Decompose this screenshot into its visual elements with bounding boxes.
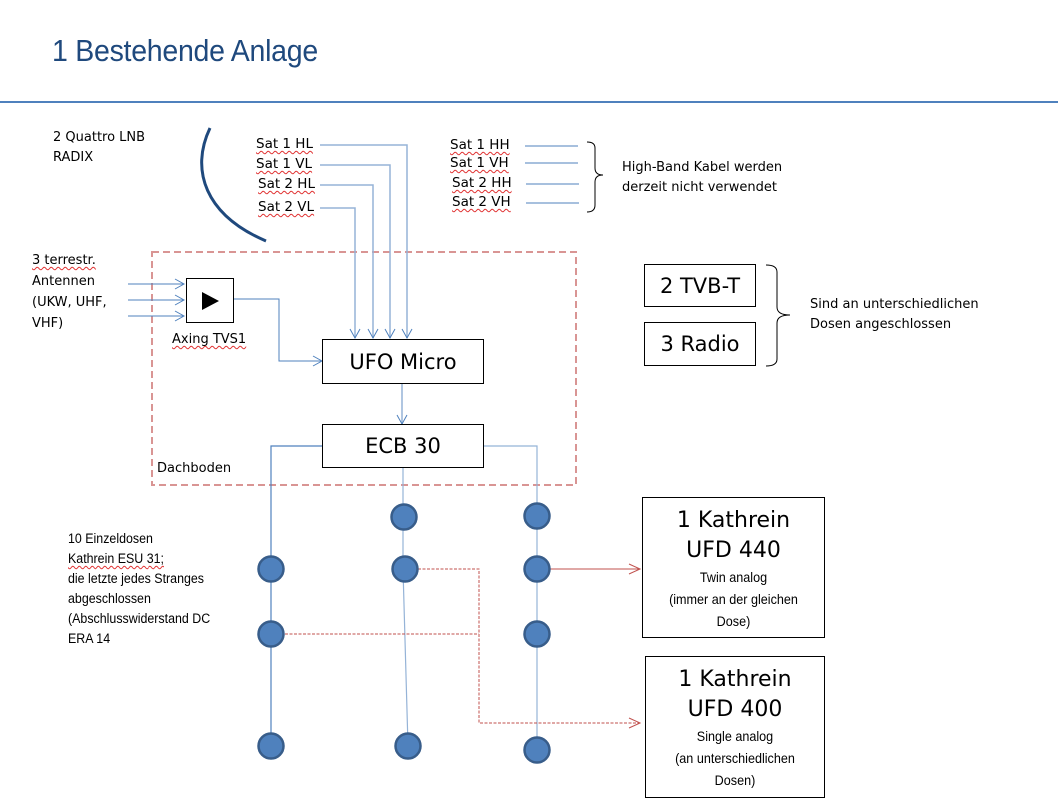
outlets-note-line4: abgeschlossen (68, 591, 151, 606)
receiver-ufd400: 1 Kathrein UFD 400 Single analog (an unt… (645, 656, 825, 798)
receiver-brand: 1 Kathrein (676, 508, 791, 533)
outlet-1 (257, 555, 285, 583)
outlet-5 (391, 555, 419, 583)
receiver-brand: 1 Kathrein (678, 667, 792, 692)
page-title: 1 Bestehende Anlage (52, 33, 318, 68)
receiver-ufd440-model: UFD 440 (686, 538, 781, 563)
distributor-ecb30: ECB 30 (322, 424, 484, 468)
high-band-note-line2: derzeit nicht verwendet (622, 180, 777, 195)
device-tvbt: 2 TVB-T (644, 264, 756, 307)
terrestrial-label-line1: 3 terrestr. (32, 253, 96, 268)
outlet-4 (390, 503, 418, 531)
lnb-label-line1: 2 Quattro LNB (53, 130, 146, 145)
amplifier-box (186, 278, 234, 323)
play-triangle-icon (202, 291, 219, 310)
label-sat1-vl: Sat 1 VL (256, 156, 312, 172)
receiver-ufd440-note2: Dose) (716, 613, 751, 629)
lnb-label-line2: RADIX (53, 150, 94, 165)
amplifier-label-text: Axing TVS1 (172, 332, 247, 347)
outlets-note: 10 Einzeldosen Kathrein ESU 31; die letz… (68, 529, 210, 649)
terrestrial-label: 3 terrestr. Antennen (UKW, UHF, VHF) (32, 250, 107, 334)
label-sat2-vh: Sat 2 VH (452, 194, 511, 210)
label-text: Sat 1 VH (450, 155, 509, 171)
devices-note-line2: Dosen angeschlossen (810, 317, 952, 332)
label-text: Sat 1 VL (256, 156, 313, 172)
receiver-ufd400-model: UFD 400 (687, 697, 783, 722)
outlets-note-line2: Kathrein ESU 31; (68, 549, 210, 569)
outlet-7 (523, 502, 551, 530)
multiswitch-ufo-micro: UFO Micro (322, 339, 484, 384)
outlet-8 (523, 555, 551, 583)
receiver-ufd440-line1: 1 Kathrein (643, 506, 824, 536)
outlet-2 (257, 620, 285, 648)
device-radio: 3 Radio (644, 322, 756, 366)
attic-boundary (151, 251, 577, 486)
lnb-label: 2 Quattro LNB RADIX (53, 128, 145, 168)
outlet-10 (523, 736, 551, 764)
devices-brace (765, 264, 791, 367)
outlets-note-line2-text: Kathrein ESU 31; (68, 551, 164, 566)
outlets-note-line3: die letzte jedes Stranges (68, 571, 205, 586)
high-band-note: High-Band Kabel werden derzeit nicht ver… (622, 158, 782, 198)
amplifier-label: Axing TVS1 (172, 330, 246, 350)
device-radio-label: 3 Radio (660, 332, 740, 356)
outlets-note-line6: ERA 14 (68, 631, 111, 646)
outlet-9 (523, 620, 551, 648)
trunk-right (484, 445, 538, 750)
cable-sat2-hl (320, 184, 379, 340)
outlets-note-line5: (Abschlusswiderstand DC (68, 611, 211, 626)
outlet-3 (257, 732, 285, 760)
label-sat2-hh: Sat 2 HH (452, 175, 512, 191)
outlets-note-line1: 10 Einzeldosen (68, 531, 153, 546)
devices-note-line1: Sind an unterschiedlichen (810, 297, 979, 312)
label-sat1-hh: Sat 1 HH (450, 137, 510, 153)
multiswitch-label: UFO Micro (349, 349, 457, 374)
receiver-ufd400-line1: 1 Kathrein (646, 665, 824, 695)
high-band-note-line1: High-Band Kabel werden (622, 160, 783, 175)
receiver-ufd440-type: Twin analog (699, 569, 768, 585)
receiver-ufd400-note2: Dosen) (714, 772, 756, 788)
trunk-left (270, 445, 322, 746)
cable-sat1-vl (320, 164, 396, 340)
label-sat1-hl: Sat 1 HL (256, 136, 313, 152)
label-text: Sat 2 HL (258, 176, 315, 192)
link-ufd400-a (418, 568, 642, 729)
outlet-6 (394, 732, 422, 760)
attic-label: Dachboden (157, 461, 232, 476)
label-sat2-vl: Sat 2 VL (258, 199, 314, 215)
cable-sat2-vl (320, 207, 361, 340)
high-band-brace (586, 141, 604, 213)
receiver-ufd440-note1: (immer an der gleichen (669, 591, 798, 607)
device-tvbt-label: 2 TVB-T (659, 273, 741, 298)
terrestrial-label-line4: VHF) (32, 316, 64, 331)
receiver-ufd440: 1 Kathrein UFD 440 Twin analog (immer an… (642, 497, 825, 638)
cable-sat1-hl (320, 144, 413, 340)
cable-amp-to-ufo (234, 298, 324, 367)
devices-note: Sind an unterschiedlichen Dosen angeschl… (810, 295, 979, 335)
receiver-ufd400-type: Single analog (696, 728, 774, 744)
label-text: Sat 2 HH (452, 175, 512, 191)
label-sat1-vh: Sat 1 VH (450, 155, 509, 171)
distributor-label: ECB 30 (365, 434, 441, 458)
label-text: Sat 1 HL (256, 136, 313, 152)
satellite-dish-arc (200, 127, 267, 243)
receiver-ufd400-note1: (an unterschiedlichen (675, 750, 795, 766)
label-text: Sat 2 VH (452, 194, 511, 210)
terrestrial-label-line2: Antennen (32, 274, 95, 289)
terrestrial-label-line3: (UKW, UHF, (32, 295, 107, 310)
title-divider (0, 101, 1058, 103)
label-text: Sat 1 HH (450, 137, 510, 153)
label-sat2-hl: Sat 2 HL (258, 176, 315, 192)
label-text: Sat 2 VL (258, 199, 315, 215)
